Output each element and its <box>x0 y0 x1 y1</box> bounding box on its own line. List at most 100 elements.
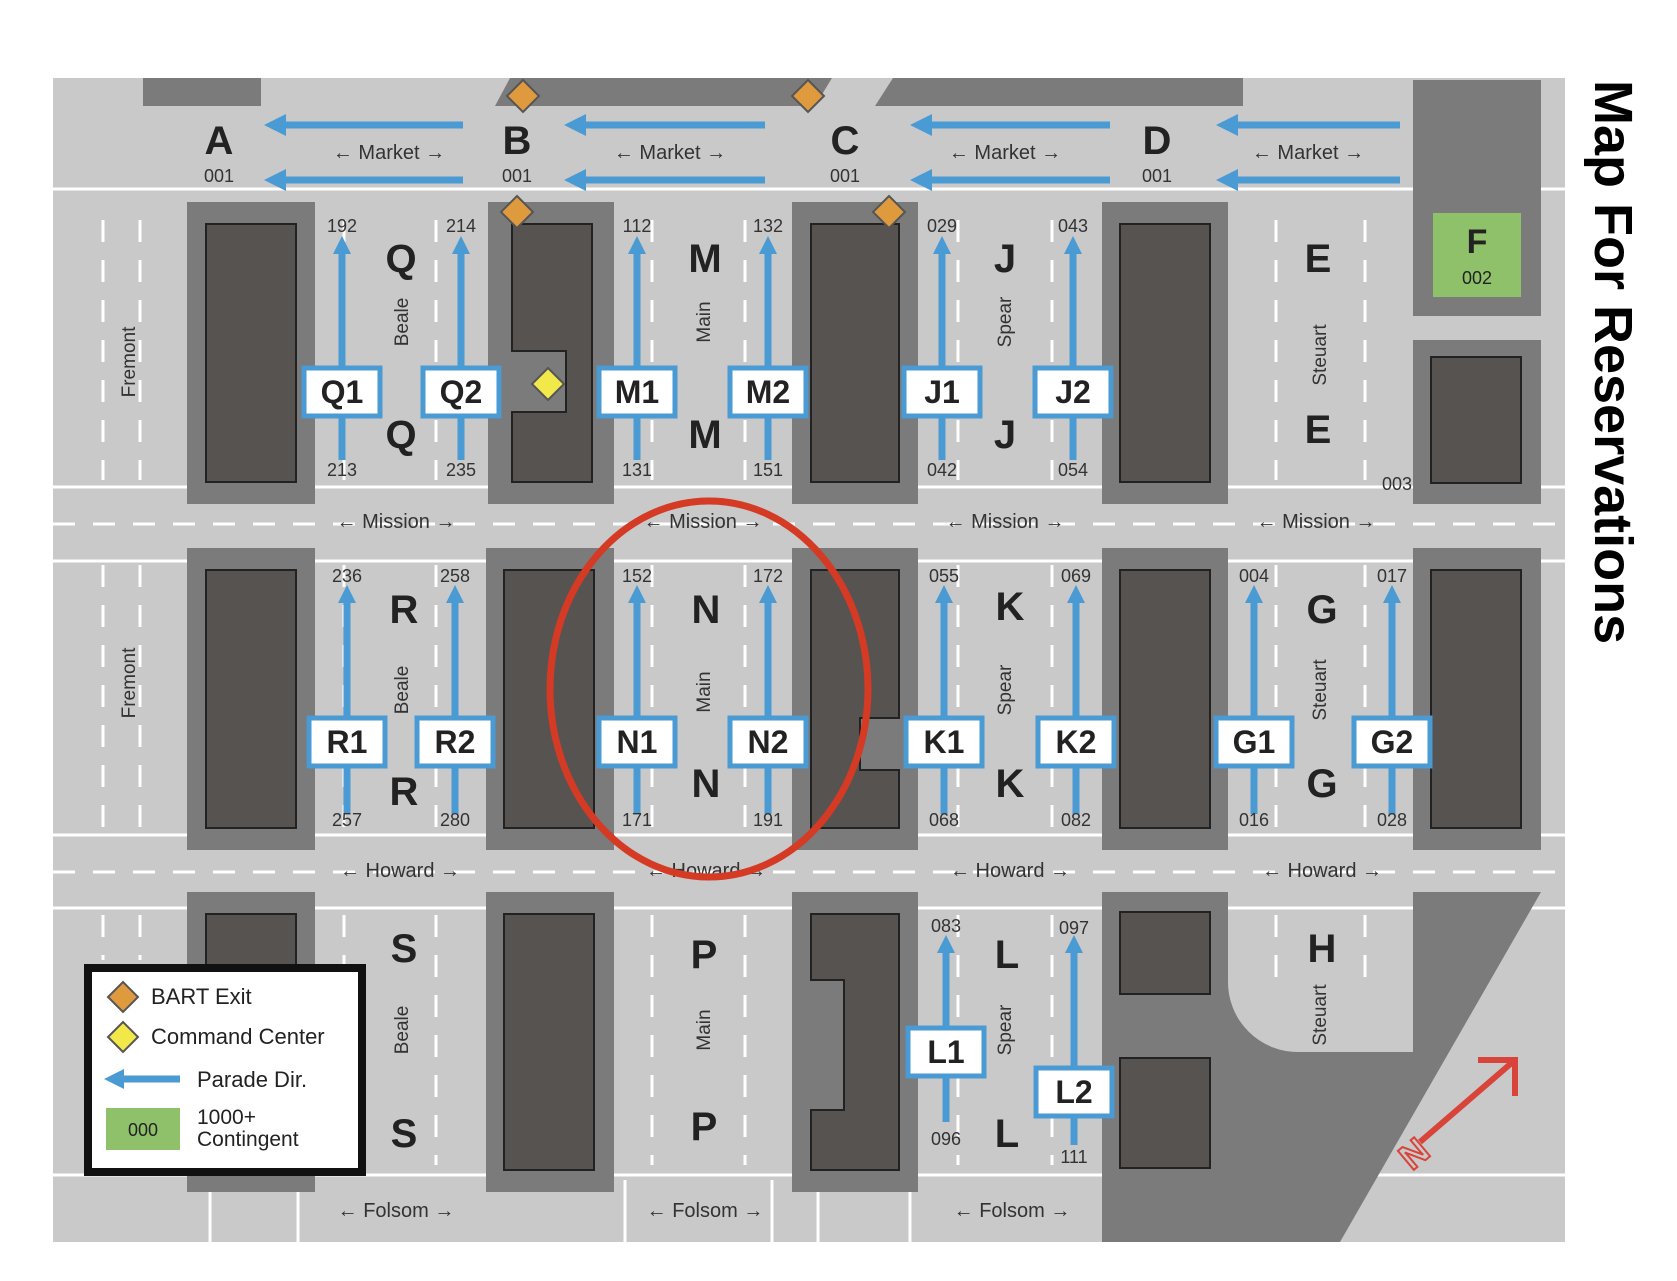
bart-exit-icon <box>790 78 826 114</box>
street-fremont-2: Fremont <box>119 647 140 718</box>
section-j2-top-number: 043 <box>1058 216 1088 236</box>
bart-exit-icon <box>871 194 907 230</box>
section-r1-box <box>306 715 388 769</box>
section-l2-label: L2 <box>1055 1074 1092 1110</box>
section-g2-arrowhead <box>1383 585 1401 603</box>
zone-letters: Q Q M M J J E E R R N N K K G G S S P P … <box>385 237 1337 1156</box>
section-j1-box <box>901 365 983 419</box>
street-market-3: ← Market → <box>949 142 1061 164</box>
staging-c-number: 001 <box>830 166 860 186</box>
street-steuart-1: Steuart <box>1310 324 1331 386</box>
street-market-4: ← Market → <box>1252 142 1364 164</box>
section-g2-top-number: 017 <box>1377 566 1407 586</box>
legend: BART Exit Command Center Parade Dir. 000… <box>84 964 366 1176</box>
street-howard-1: ← Howard → <box>340 860 460 882</box>
section-l1-bottom-number: 096 <box>931 1129 961 1149</box>
section-k2-bottom-number: 082 <box>1061 810 1091 830</box>
zone-s-top: S <box>391 927 418 971</box>
zone-r-top: R <box>390 588 419 632</box>
section-n1-arrowhead <box>628 585 646 603</box>
zone-g-top: G <box>1306 588 1337 632</box>
section-l1-label: L1 <box>927 1034 964 1070</box>
section-q1-label: Q1 <box>321 374 364 410</box>
section-n1-label: N1 <box>617 724 658 760</box>
section-g1-box <box>1213 715 1295 769</box>
section-g1-label: G1 <box>1233 724 1276 760</box>
section-m2-top-number: 132 <box>753 216 783 236</box>
section-g2-bottom-number: 028 <box>1377 810 1407 830</box>
section-n1-top-number: 152 <box>622 566 652 586</box>
section-m1-arrowhead <box>628 236 646 254</box>
legend-contingent-code: 000 <box>128 1120 158 1140</box>
market-parade-arrows <box>264 114 1400 191</box>
legend-contingent-line1: 1000+ <box>197 1106 256 1129</box>
zone-e-top: E <box>1305 237 1332 281</box>
section-n2-label: N2 <box>748 724 789 760</box>
section-r1-arrowhead <box>338 585 356 603</box>
street-steuart-3: Steuart <box>1310 984 1331 1046</box>
staging-a-letter: A <box>205 119 234 163</box>
section-r1-bottom-number: 257 <box>332 810 362 830</box>
legend-contingent-line2: Contingent <box>197 1128 299 1151</box>
zone-j-top: J <box>994 237 1016 281</box>
bart-exit-icon <box>505 78 541 114</box>
map-title-text: Map For Reservations <box>1583 80 1643 644</box>
zone-q-bottom: Q <box>385 413 416 457</box>
blocks <box>187 80 1541 1242</box>
highlight-circle <box>546 497 872 881</box>
street-main-2: Main <box>694 671 715 712</box>
contingent-f-letter: F <box>1467 223 1488 261</box>
street-folsom-1: ← Folsom → <box>338 1200 455 1222</box>
bart-exit-icon <box>499 194 535 230</box>
street-folsom-2: ← Folsom → <box>647 1200 764 1222</box>
north-arrow-icon <box>1418 1057 1518 1145</box>
section-k1-arrowhead <box>935 585 953 603</box>
section-m1-box <box>596 365 678 419</box>
section-q1-top-number: 192 <box>327 216 357 236</box>
section-n1-bottom-number: 171 <box>622 810 652 830</box>
section-k2-box <box>1035 715 1117 769</box>
section-q1-bottom-number: 213 <box>327 460 357 480</box>
horizontal-street-labels: ← Market → ← Market → ← Market → ← Marke… <box>333 142 1382 1222</box>
section-m2-label: M2 <box>746 374 790 410</box>
street-beale-1: Beale <box>392 298 413 347</box>
street-beale-2: Beale <box>392 666 413 715</box>
section-j2-bottom-number: 054 <box>1058 460 1088 480</box>
section-g2-label: G2 <box>1371 724 1414 760</box>
section-q1-arrowhead <box>333 236 351 254</box>
section-k1-top-number: 055 <box>929 566 959 586</box>
zone-h: H <box>1308 927 1337 971</box>
section-g1-arrowhead <box>1245 585 1263 603</box>
zone-n-top: N <box>692 588 721 632</box>
section-g2-box <box>1351 715 1433 769</box>
section-q2-label: Q2 <box>440 374 483 410</box>
section-k1-label: K1 <box>924 724 965 760</box>
zone-s-bottom: S <box>391 1112 418 1156</box>
section-m2-box <box>727 365 809 419</box>
street-market-1: ← Market → <box>333 142 445 164</box>
section-q1-box <box>301 365 383 419</box>
zone-k-bottom: K <box>996 762 1025 806</box>
section-k2-arrowhead <box>1067 585 1085 603</box>
command-center-icon <box>530 366 566 402</box>
section-j1-top-number: 029 <box>927 216 957 236</box>
zone-g-bottom: G <box>1306 762 1337 806</box>
section-n2-arrowhead <box>759 585 777 603</box>
street-spear-3: Spear <box>995 1004 1016 1055</box>
zone-p-top: P <box>691 933 718 977</box>
street-steuart-2: Steuart <box>1310 659 1331 721</box>
street-mission-4: ← Mission → <box>1257 511 1376 533</box>
street-fremont-1: Fremont <box>119 326 140 397</box>
zone-r-bottom: R <box>390 770 419 814</box>
section-l2-top-number: 097 <box>1059 918 1089 938</box>
section-r2-bottom-number: 280 <box>440 810 470 830</box>
staging-b-letter: B <box>503 119 532 163</box>
section-n1-box <box>596 715 678 769</box>
section-q2-box <box>420 365 502 419</box>
staging-labels: A 001 B 001 C 001 D 001 <box>204 119 1172 186</box>
section-r1-top-number: 236 <box>332 566 362 586</box>
section-n2-top-number: 172 <box>753 566 783 586</box>
section-j2-arrowhead <box>1064 236 1082 254</box>
staging-a-number: 001 <box>204 166 234 186</box>
